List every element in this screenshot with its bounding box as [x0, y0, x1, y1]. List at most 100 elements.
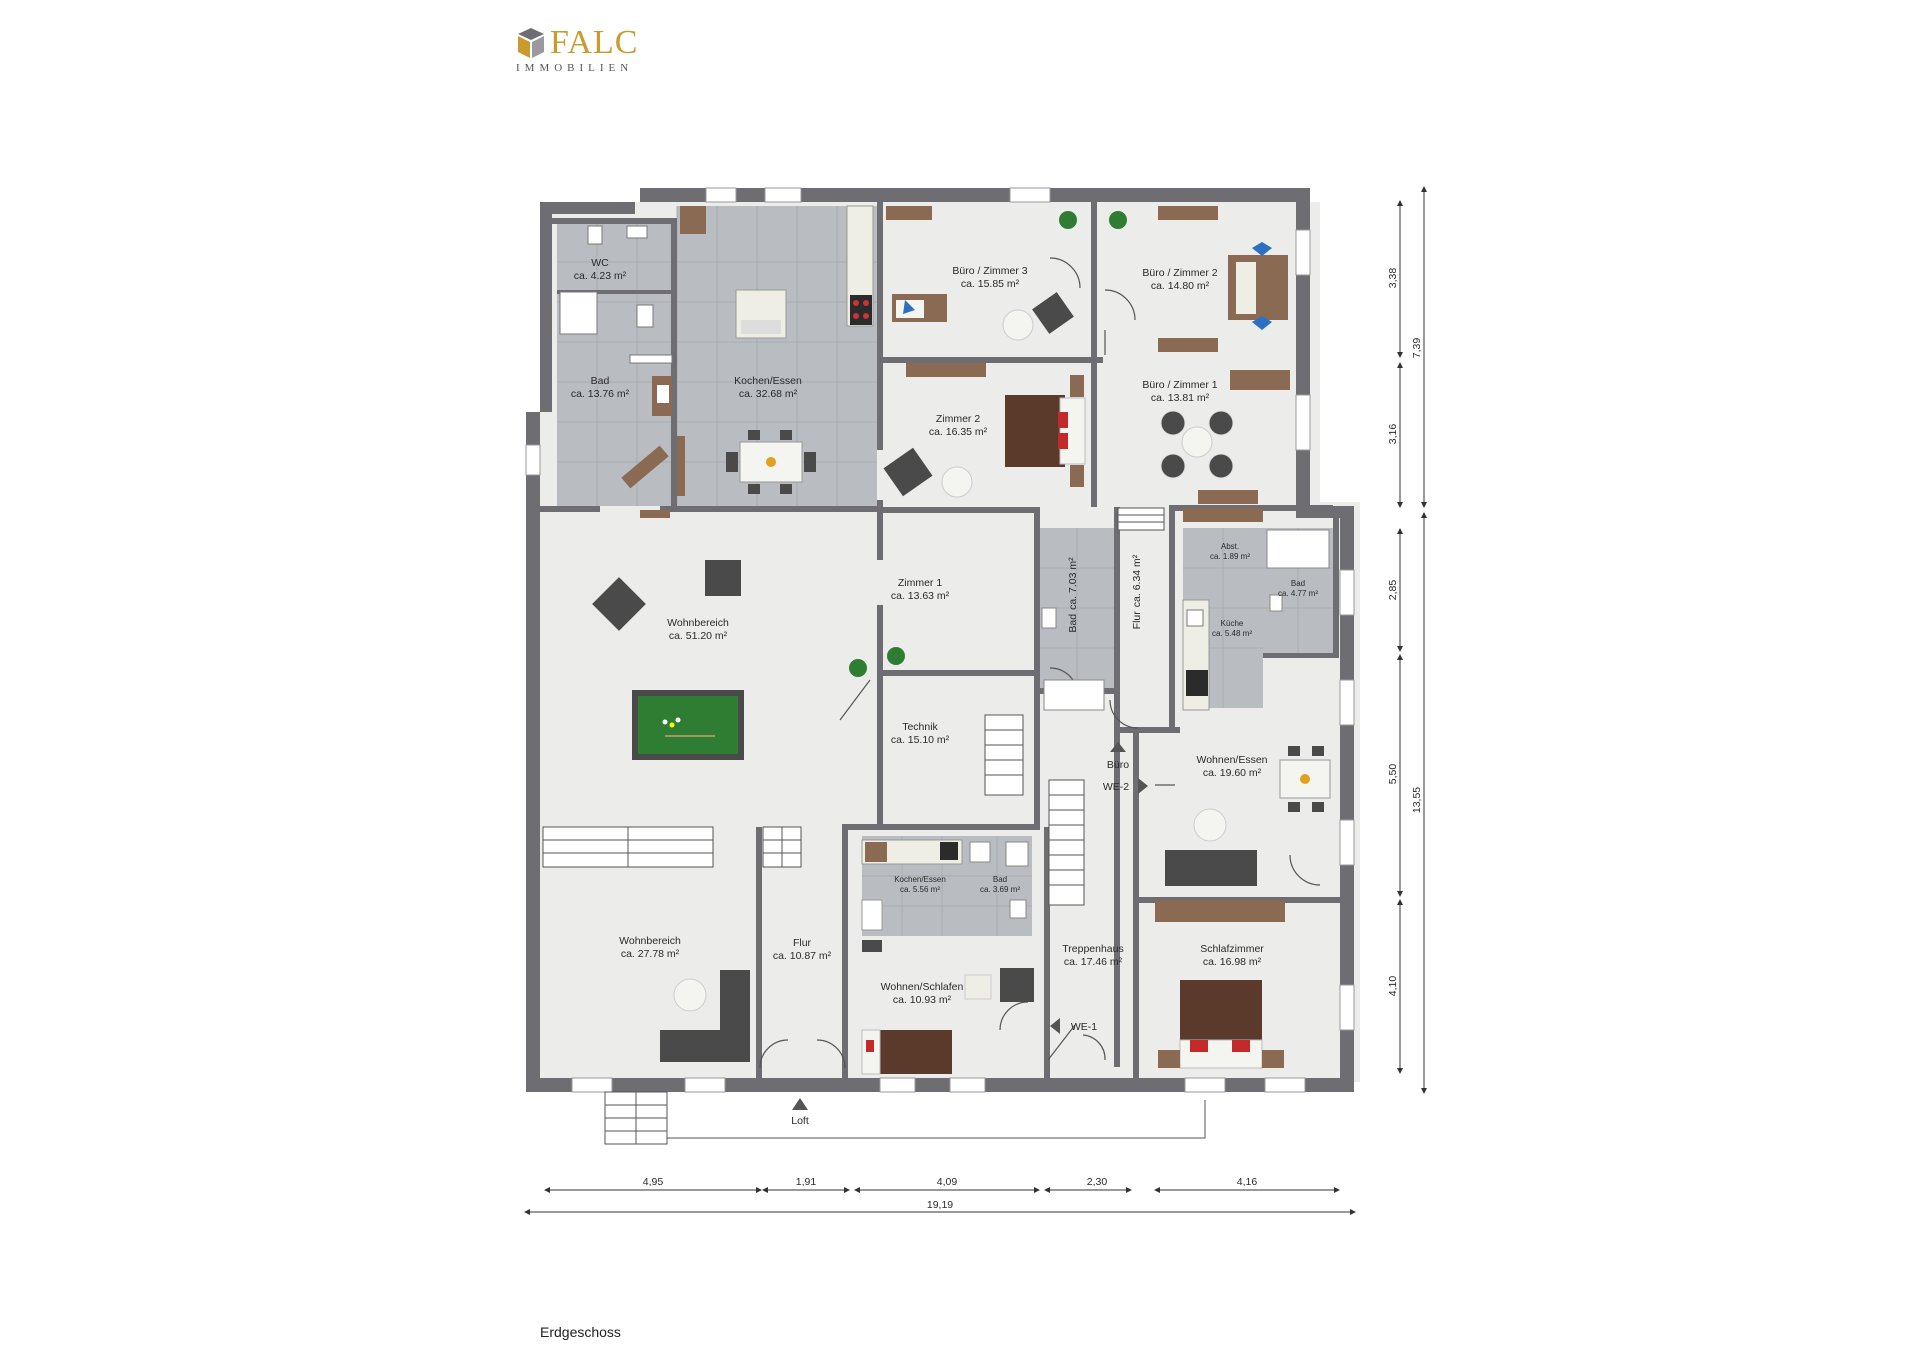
bad4-name: Bad	[993, 875, 1007, 884]
buero2-name: Büro / Zimmer 2	[1142, 267, 1217, 279]
arrow-loft	[792, 1098, 808, 1110]
dimension-labels: 4,95 1,91 4,09 2,30 4,16 19,19 3,38 3,16…	[643, 268, 1423, 1211]
zimmer2-area: ca. 16.35 m²	[929, 426, 988, 438]
dim-right-outer-2: 13,55	[1411, 787, 1423, 813]
bad1-name: Bad	[591, 375, 610, 387]
bad2-name: Bad	[1067, 614, 1079, 633]
dim-bottom-3: 4,09	[937, 1176, 958, 1188]
arrow-we1	[1050, 1018, 1060, 1034]
abst-area: ca. 1.89 m²	[1210, 552, 1250, 561]
wohnschlaf-area: ca. 10.93 m²	[893, 994, 952, 1006]
svg-text:Büro / Zimmer 1ca. 13.81 m²: Büro / Zimmer 1ca. 13.81 m²	[1142, 379, 1217, 404]
svg-text:Abst.ca. 1.89 m²: Abst.ca. 1.89 m²	[1210, 542, 1250, 561]
dim-right-inner-3: 2,85	[1387, 580, 1399, 601]
svg-text:Badca. 7.03 m²: Bad ca. 7.03 m²	[1067, 557, 1079, 633]
abst-name: Abst.	[1221, 542, 1239, 551]
kochen1-name: Kochen/Essen	[734, 375, 802, 387]
svg-text:Zimmer 1ca. 13.63 m²: Zimmer 1ca. 13.63 m²	[891, 577, 950, 602]
schlaf-area: ca. 16.98 m²	[1203, 956, 1262, 968]
svg-text:Büro / Zimmer 3ca. 15.85 m²: Büro / Zimmer 3ca. 15.85 m²	[952, 265, 1027, 290]
svg-text:Zimmer 2ca. 16.35 m²: Zimmer 2ca. 16.35 m²	[929, 413, 988, 438]
svg-text:Flurca. 6.34 m²: Flur ca. 6.34 m²	[1131, 554, 1143, 629]
kochen2-area: ca. 5.56 m²	[900, 885, 940, 894]
wohnessen-area: ca. 19.60 m²	[1203, 767, 1262, 779]
technik-name: Technik	[902, 721, 938, 733]
entrance-loft-label: Loft	[791, 1115, 809, 1127]
dim-right-inner-1: 3,38	[1387, 268, 1399, 289]
buero2-area: ca. 14.80 m²	[1151, 280, 1210, 292]
bad1-area: ca. 13.76 m²	[571, 388, 630, 400]
svg-text:Flurca. 10.87 m²: Flurca. 10.87 m²	[773, 937, 832, 962]
dim-bottom-total: 19,19	[927, 1199, 953, 1211]
svg-text:Büro / Zimmer 2ca. 14.80 m²: Büro / Zimmer 2ca. 14.80 m²	[1142, 267, 1217, 292]
buero1-name: Büro / Zimmer 1	[1142, 379, 1217, 391]
bad4-area: ca. 3.69 m²	[980, 885, 1020, 894]
bad2-area: ca. 7.03 m²	[1067, 557, 1079, 610]
dimension-lines	[526, 188, 1425, 1213]
flur2-name: Flur	[793, 937, 812, 949]
entrance-we1-label: WE-1	[1071, 1021, 1097, 1033]
dim-right-inner-2: 3,16	[1387, 424, 1399, 445]
dim-bottom-4: 2,30	[1087, 1176, 1108, 1188]
wohn51-area: ca. 51.20 m²	[669, 630, 728, 642]
entrance-buero-label: Büro	[1107, 759, 1129, 771]
dim-right-inner-5: 4,10	[1387, 976, 1399, 997]
flur1-name: Flur	[1131, 611, 1143, 630]
arrow-we2	[1138, 778, 1148, 794]
wc-name: WC	[591, 257, 609, 269]
wohnessen-name: Wohnen/Essen	[1196, 754, 1267, 766]
windows	[525, 187, 1355, 1093]
svg-text:Badca. 3.69 m²: Badca. 3.69 m²	[980, 875, 1020, 894]
furniture	[559, 205, 1331, 1075]
kochen1-area: ca. 32.68 m²	[739, 388, 798, 400]
dim-bottom-1: 4,95	[643, 1176, 664, 1188]
technik-area: ca. 15.10 m²	[891, 734, 950, 746]
brand-name: FALC	[550, 24, 639, 61]
brand-subtitle: IMMOBILIEN	[516, 62, 634, 74]
wohnschlaf-name: Wohnen/Schlafen	[881, 981, 964, 993]
buero3-name: Büro / Zimmer 3	[952, 265, 1027, 277]
dim-right-outer-1: 7,39	[1411, 338, 1423, 359]
dim-bottom-5: 4,16	[1237, 1176, 1258, 1188]
buero1-area: ca. 13.81 m²	[1151, 392, 1210, 404]
door-openings	[600, 450, 883, 605]
treppe-area: ca. 17.46 m²	[1064, 956, 1123, 968]
zimmer2-name: Zimmer 2	[936, 413, 980, 425]
bad3-area: ca. 4.77 m²	[1278, 589, 1318, 598]
bad3-name: Bad	[1291, 579, 1305, 588]
buero3-area: ca. 15.85 m²	[961, 278, 1020, 290]
floor-caption: Erdgeschoss	[540, 1324, 621, 1340]
staircases	[542, 507, 1206, 1145]
wc-area: ca. 4.23 m²	[574, 270, 627, 282]
arrow-buero	[1110, 742, 1126, 752]
falc-logo-mark	[518, 28, 544, 58]
dim-bottom-2: 1,91	[796, 1176, 817, 1188]
falc-logo: FALC IMMOBILIEN	[516, 26, 656, 76]
flur1-area: ca. 6.34 m²	[1131, 554, 1143, 607]
kochen2-name: Kochen/Essen	[894, 875, 946, 884]
treppe-name: Treppenhaus	[1062, 943, 1124, 955]
entrance-arrows	[792, 742, 1148, 1110]
entrance-we2-label: WE-2	[1103, 781, 1129, 793]
dim-right-inner-4: 5,50	[1387, 764, 1399, 785]
kueche-name: Küche	[1221, 619, 1244, 628]
svg-text:Badca. 4.77 m²: Badca. 4.77 m²	[1278, 579, 1318, 598]
kueche-area: ca. 5.48 m²	[1212, 629, 1252, 638]
svg-text:Badca. 13.76 m²: Badca. 13.76 m²	[571, 375, 630, 400]
zimmer1-name: Zimmer 1	[898, 577, 942, 589]
wohn27-area: ca. 27.78 m²	[621, 948, 680, 960]
wohn51-name: Wohnbereich	[667, 617, 729, 629]
zimmer1-area: ca. 13.63 m²	[891, 590, 950, 602]
